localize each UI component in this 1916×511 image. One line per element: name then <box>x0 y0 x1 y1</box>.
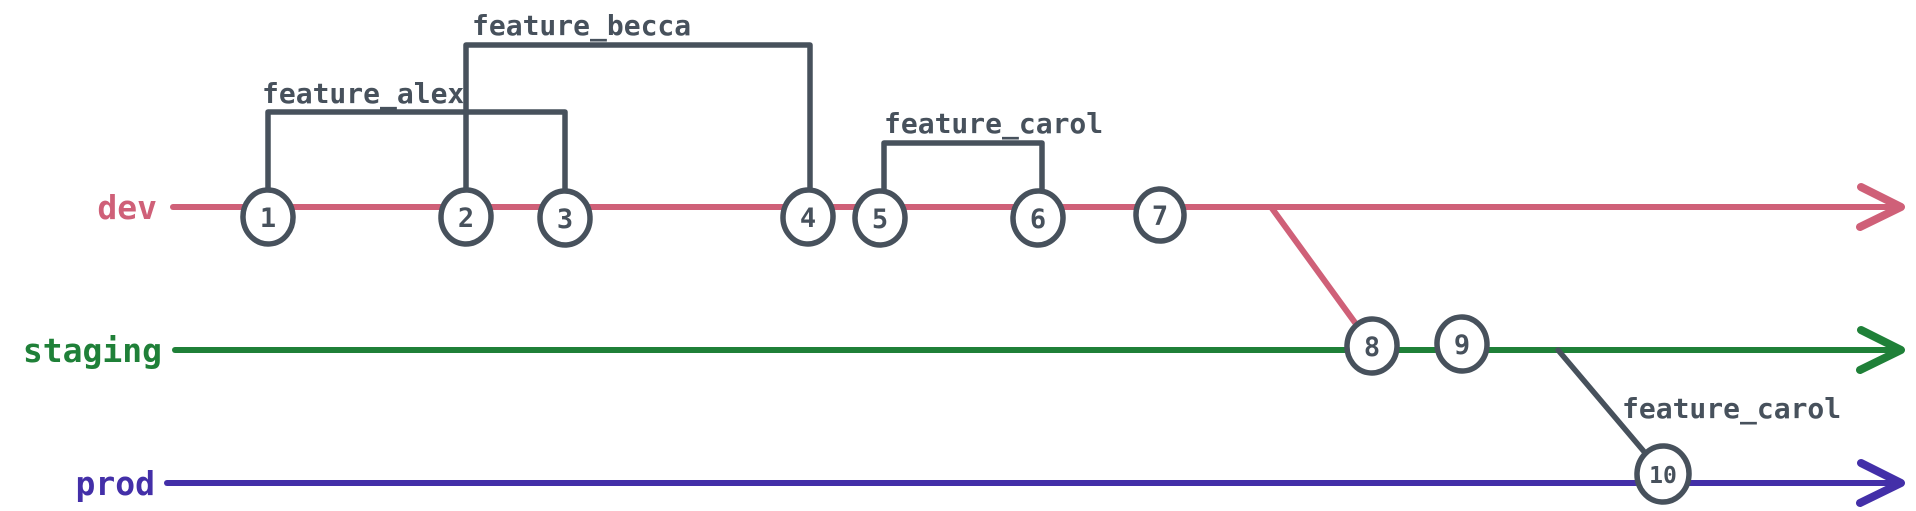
commit-number: 9 <box>1454 330 1470 361</box>
commit-node-8: 8 <box>1344 316 1400 376</box>
commit-number: 8 <box>1364 332 1380 363</box>
branch-label-dev: dev <box>97 188 157 227</box>
commit-circle <box>1344 316 1400 376</box>
commit-number: 5 <box>872 204 888 235</box>
feature-becca-bracket <box>463 42 813 195</box>
commit-node-5: 5 <box>852 188 908 248</box>
commit-circle <box>1010 188 1066 248</box>
feature-carol-bracket <box>881 140 1045 195</box>
commit-node-6: 6 <box>1010 188 1066 248</box>
dev-arrowhead-icon <box>1856 183 1905 231</box>
commit-node-9: 9 <box>1434 314 1490 374</box>
commit-circle <box>1133 186 1187 244</box>
commit-number: 4 <box>800 203 816 234</box>
commit-number: 6 <box>1030 204 1046 235</box>
commit-circle <box>537 188 593 248</box>
commit-node-10: 10 <box>1634 443 1692 505</box>
feature-brackets: feature_alex feature_becca feature_carol… <box>262 9 1841 477</box>
commit-node-1: 1 <box>240 187 296 247</box>
commit-node-2: 2 <box>438 187 494 247</box>
commit-node-3: 3 <box>537 188 593 248</box>
commit-circle <box>852 188 908 248</box>
commit-nodes: 1 2 3 4 5 6 7 <box>240 186 1692 505</box>
staging-arrowhead-icon <box>1856 326 1905 374</box>
commit-circle <box>1434 314 1490 374</box>
prod-arrowhead-icon <box>1856 459 1905 507</box>
feature-carol-label: feature_carol <box>884 107 1103 140</box>
commit-number: 2 <box>458 203 474 234</box>
commit-number: 10 <box>1649 463 1677 489</box>
commit-number: 3 <box>557 204 573 235</box>
feature-alex-bracket <box>265 109 568 195</box>
branch-label-staging: staging <box>23 331 162 370</box>
feature-alex-label: feature_alex <box>262 77 464 110</box>
commit-number: 7 <box>1152 201 1168 232</box>
feature-carol-merge-label: feature_carol <box>1622 392 1841 425</box>
commit-node-4: 4 <box>780 187 836 247</box>
commit-node-7: 7 <box>1133 186 1187 244</box>
commit-circle <box>1634 443 1692 505</box>
branch-staging: staging <box>23 326 1905 374</box>
feature-becca-label: feature_becca <box>472 9 691 42</box>
branch-label-prod: prod <box>76 464 155 503</box>
commit-circle <box>240 187 296 247</box>
commit-circle <box>438 187 494 247</box>
branch-prod: prod <box>76 459 1905 507</box>
commit-circle <box>780 187 836 247</box>
branch-dev: dev <box>97 183 1905 349</box>
commit-number: 1 <box>260 203 276 234</box>
